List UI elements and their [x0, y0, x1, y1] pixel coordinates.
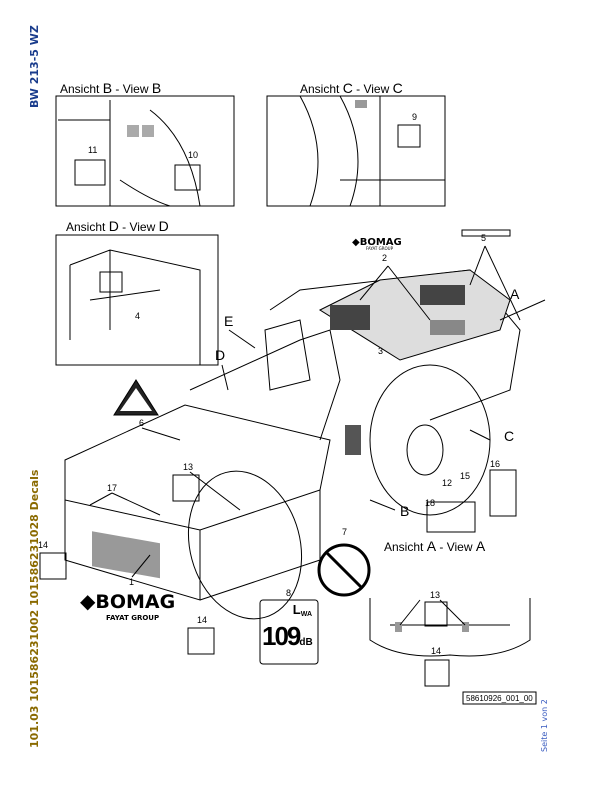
callout-11: 11: [88, 145, 98, 155]
callout-2: 2: [382, 253, 388, 263]
view-c-title: Ansicht C - View C: [300, 80, 403, 96]
callout-3: 3: [378, 346, 384, 356]
view-arrow-a: A: [510, 286, 520, 302]
callout-17: 17: [107, 483, 118, 493]
bomag-small-logo: ◆BOMAG FAYAT GROUP: [352, 237, 402, 251]
view-arrow-e: E: [224, 313, 234, 329]
callout-1: 1: [129, 577, 135, 587]
callout-9: 9: [412, 112, 418, 122]
callout-13: 13: [430, 590, 441, 600]
view-arrow-c: C: [504, 428, 515, 444]
drawing-number: 58610926_001_00: [466, 694, 533, 703]
view-a-title: Ansicht A - View A: [384, 538, 486, 554]
view-d-frame: [55, 234, 219, 366]
callout-6: 6: [139, 418, 145, 428]
view-b-frame: [55, 95, 235, 207]
view-c-frame: [266, 95, 446, 207]
view-arrow-d: D: [215, 347, 226, 363]
callout-7: 7: [342, 527, 348, 537]
callout-10: 10: [188, 150, 199, 160]
callout-14: 14: [431, 646, 442, 656]
callout-13: 13: [183, 462, 194, 472]
view-b-title: Ansicht B - View B: [60, 80, 162, 96]
callout-5: 5: [481, 233, 487, 243]
callout-16: 16: [490, 459, 501, 469]
bomag-logo: ◆BOMAG FAYAT GROUP: [80, 589, 176, 623]
callout-14: 14: [38, 540, 49, 550]
callout-14: 14: [197, 615, 208, 625]
callout-15: 15: [460, 471, 471, 481]
view-arrow-b: B: [400, 503, 410, 519]
view-d-title: Ansicht D - View D: [66, 218, 169, 234]
callout-8: 8: [286, 588, 292, 598]
callout-12: 12: [442, 478, 453, 488]
callout-4: 4: [135, 311, 141, 321]
noise-level-decal: LWA 109dB: [262, 602, 313, 651]
callout-18: 18: [425, 498, 436, 508]
